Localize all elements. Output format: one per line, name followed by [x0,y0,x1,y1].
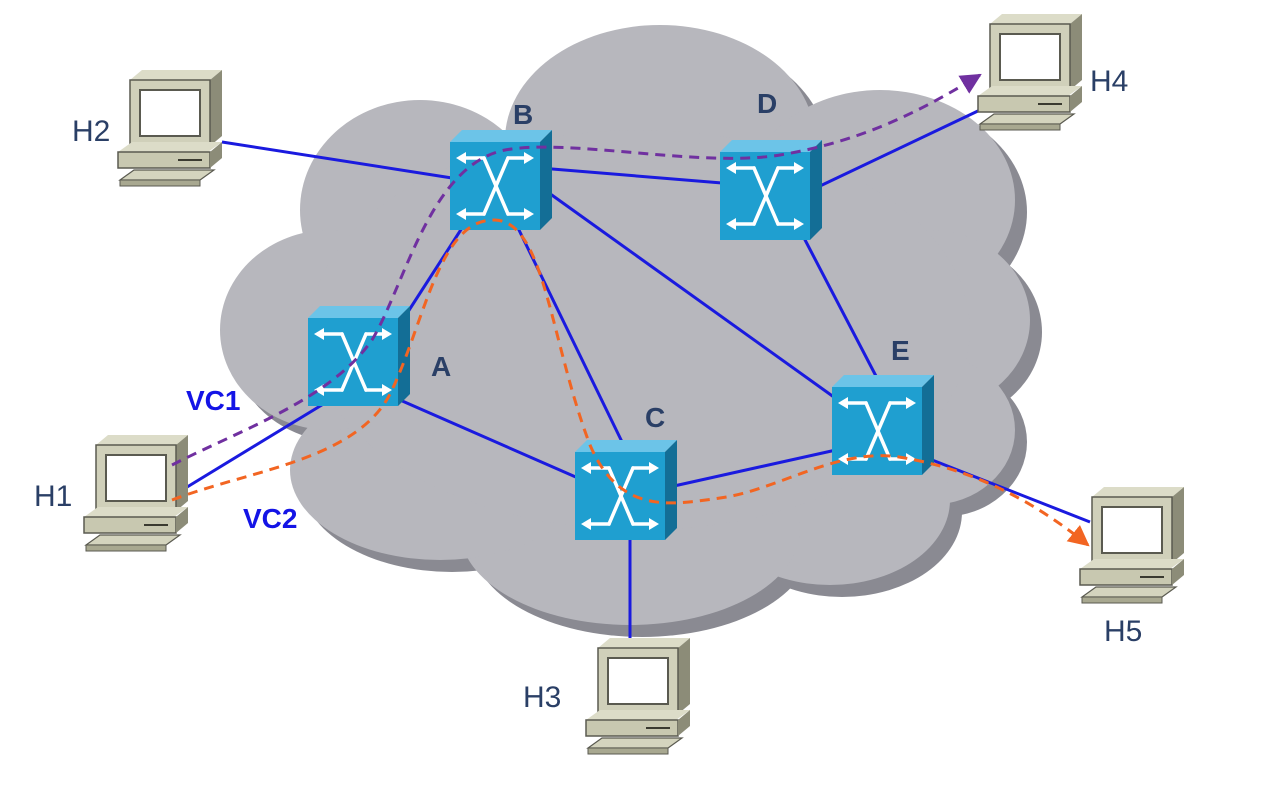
vc1-label: VC1 [186,385,240,416]
host-h4[interactable] [977,13,1083,131]
vc2-label: VC2 [243,503,297,534]
link-D-H4 [819,108,981,188]
host-label-h4: H4 [1090,65,1128,98]
switch-label-d: D [757,88,777,119]
host-h5[interactable] [1079,486,1185,604]
link-B-A [402,227,464,319]
link-E-H5 [921,454,1091,524]
link-C-E [673,448,837,488]
link-A-H1 [173,398,331,497]
host-label-h5: H5 [1104,615,1142,648]
link-A-C [399,398,579,480]
vc2-path [171,218,1090,547]
switch-label-c: C [645,402,665,433]
link-B-E [541,186,839,402]
link-H2-B [221,140,453,180]
link-B-D [539,166,723,185]
switch-d[interactable] [718,138,824,242]
switch-a[interactable] [306,304,412,408]
host-label-h1: H1 [34,480,72,513]
host-h1[interactable] [83,434,189,552]
host-h3[interactable] [585,637,691,755]
link-D-E [801,235,879,379]
host-h2[interactable] [117,69,223,187]
vc1-path [171,73,982,467]
host-label-h2: H2 [72,115,110,148]
switch-label-a: A [431,351,451,382]
switch-b[interactable] [448,128,554,232]
switch-label-e: E [891,335,910,366]
host-label-h3: H3 [523,681,561,714]
switch-label-b: B [513,99,533,130]
link-B-C [516,227,627,449]
